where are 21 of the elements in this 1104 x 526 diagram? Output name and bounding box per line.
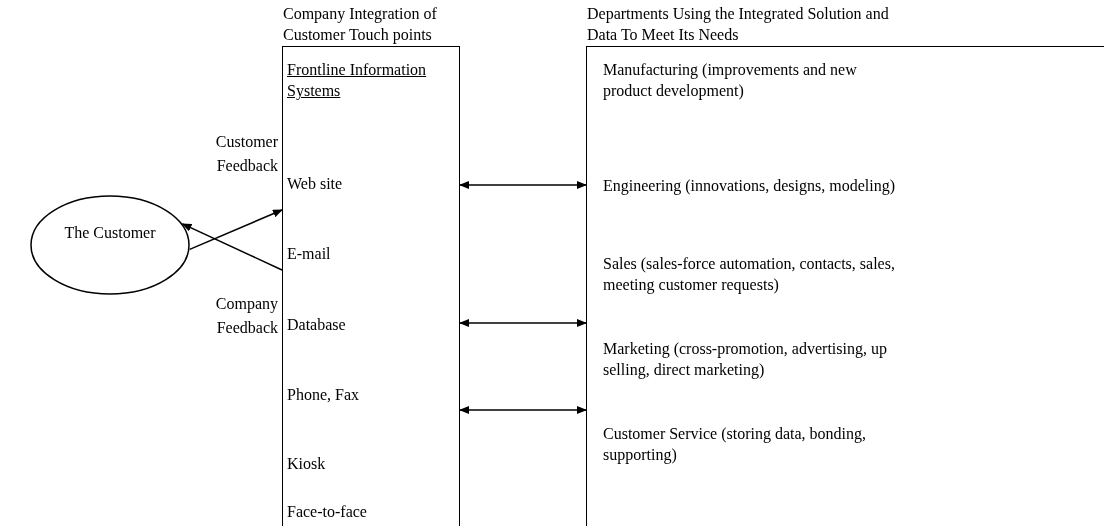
list-item: E-mail: [287, 244, 331, 264]
list-item: Face-to-face: [287, 502, 367, 522]
arrow: [459, 319, 587, 327]
ellipse-node: [30, 195, 190, 295]
list-item: Manufacturing (improvements and new product development): [603, 60, 858, 101]
column-heading: Departments Using the Integrated Solution and Data To Meet Its Needs: [587, 4, 890, 45]
list-item: Database: [287, 315, 346, 335]
list-item: Kiosk: [287, 454, 326, 474]
list-item: Web site: [287, 174, 343, 194]
arrow: [188, 209, 283, 251]
list-item: Frontline Information Systems: [287, 60, 428, 101]
list-item: Sales (sales-force automation, contacts, sales, meeting customer requests): [603, 254, 896, 295]
arrow: [181, 223, 283, 271]
arrow: [459, 406, 587, 414]
arrow: [459, 181, 587, 189]
list-item: Marketing (cross-promotion, advertising, up selling, direct marketing): [603, 339, 888, 380]
node-label: The Customer: [63, 223, 157, 243]
list-item: Phone, Fax: [287, 385, 359, 405]
list-item: Customer Service (storing data, bonding, supporting): [603, 424, 868, 465]
list-item: Engineering (innovations, designs, modeling): [603, 176, 896, 196]
column-heading: Company Integration of Customer Touch points: [283, 4, 438, 45]
